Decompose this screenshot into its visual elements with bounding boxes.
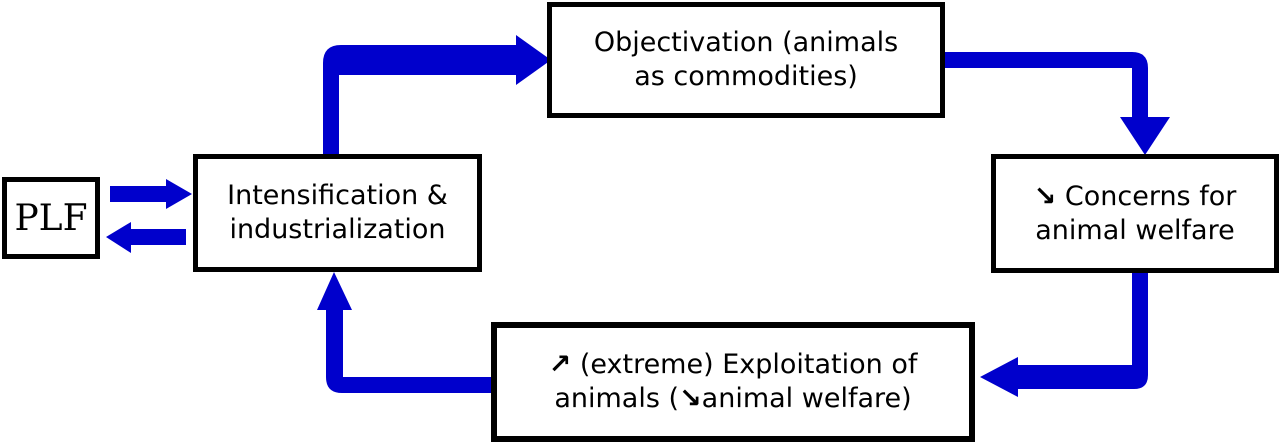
down-right-arrow-icon: ↘ (679, 383, 702, 414)
arrow-intensification-to-objectivation (323, 35, 551, 154)
exploitation-text-line2-prefix: animals ( (554, 383, 680, 414)
intensification-box: Intensification & industrialization (193, 154, 482, 272)
arrow-concerns-to-exploitation (980, 273, 1148, 397)
arrow-intensification-to-plf (106, 222, 186, 253)
intensification-label-line2: industrialization (229, 214, 446, 245)
exploitation-text-line1: (extreme) Exploitation of (579, 349, 918, 381)
intensification-label-line1: Intensification & (227, 180, 448, 212)
exploitation-label-line1: ↗ (extreme) Exploitation of (549, 348, 918, 382)
objectivation-label-line2: as commodities) (634, 61, 858, 92)
objectivation-label-line1: Objectivation (animals (593, 27, 899, 59)
arrow-plf-to-intensification (110, 179, 192, 209)
concerns-box: ↘ Concerns for animal welfare (991, 154, 1279, 273)
arrow-objectivation-to-concerns (945, 52, 1170, 155)
exploitation-label-line2: animals (↘animal welfare) (554, 382, 911, 416)
plf-box: PLF (2, 177, 100, 259)
concerns-label-line1: ↘ Concerns for (1034, 180, 1237, 214)
exploitation-text-line2-suffix: animal welfare) (701, 383, 912, 414)
concerns-label-line2: animal welfare (1035, 214, 1235, 246)
objectivation-box: Objectivation (animals as commodities) (547, 2, 945, 118)
down-right-arrow-icon: ↘ (1033, 180, 1057, 212)
up-right-arrow-icon: ↗ (548, 349, 572, 381)
exploitation-box: ↗ (extreme) Exploitation of animals (↘an… (491, 322, 975, 442)
concerns-text-line1: Concerns for (1064, 180, 1237, 212)
arrow-exploitation-to-intensification (317, 272, 491, 393)
plf-label: PLF (14, 197, 88, 239)
